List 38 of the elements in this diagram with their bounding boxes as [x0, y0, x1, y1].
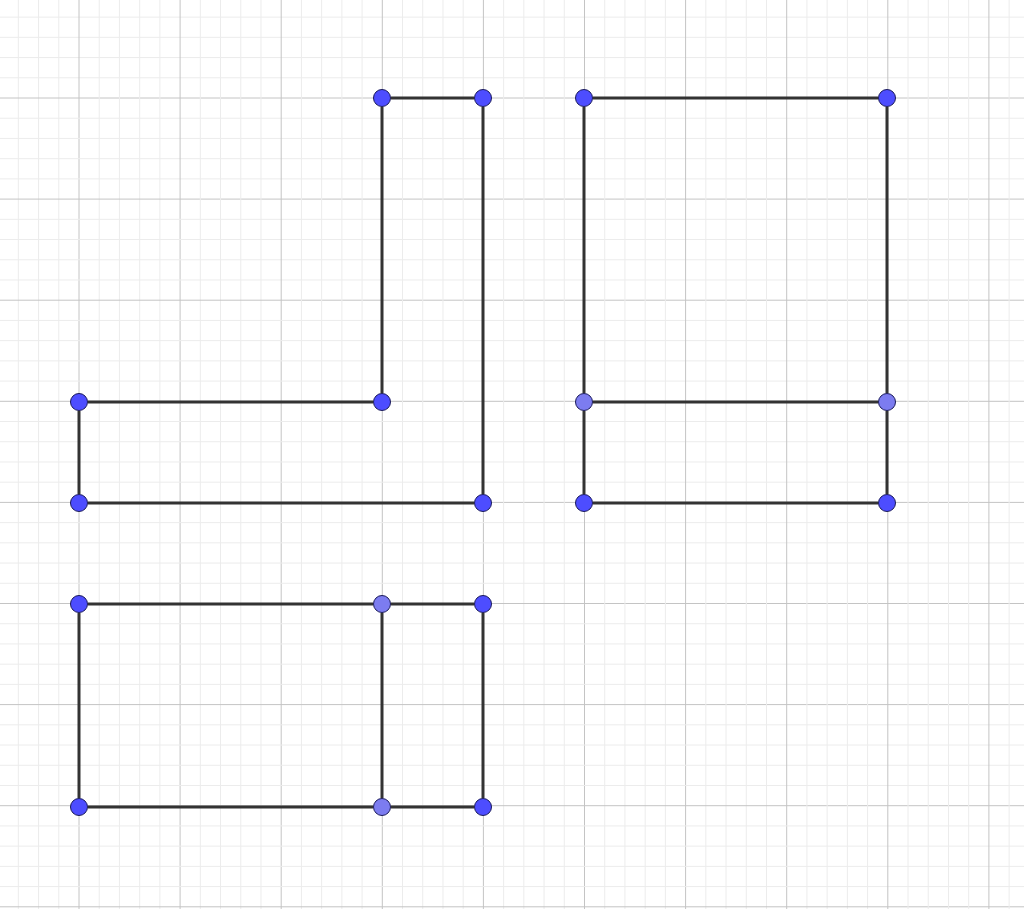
line-segment: [481, 613, 485, 798]
line-segment: [391, 805, 474, 809]
point-marker: [474, 89, 492, 107]
point-marker: [474, 595, 492, 613]
point-marker: [70, 494, 88, 512]
point-marker: [575, 393, 593, 411]
line-segment: [593, 400, 878, 404]
line-segment: [481, 107, 485, 494]
point-marker: [878, 494, 896, 512]
point-marker: [878, 89, 896, 107]
point-marker: [373, 89, 391, 107]
line-segment: [88, 501, 474, 505]
point-marker: [575, 89, 593, 107]
line-segment: [582, 107, 586, 393]
line-segment: [885, 107, 889, 393]
line-segment: [380, 613, 384, 798]
point-marker: [373, 393, 391, 411]
line-segment: [88, 400, 373, 404]
point-marker: [373, 798, 391, 816]
line-segment: [582, 411, 586, 494]
line-segment: [885, 411, 889, 494]
line-segment: [77, 411, 81, 494]
point-marker: [474, 494, 492, 512]
line-segment: [77, 613, 81, 798]
point-marker: [878, 393, 896, 411]
line-segment: [391, 602, 474, 606]
point-marker: [575, 494, 593, 512]
point-marker: [70, 798, 88, 816]
point-marker: [70, 595, 88, 613]
line-segment: [593, 96, 878, 100]
point-marker: [70, 393, 88, 411]
line-segment: [88, 602, 373, 606]
line-segment: [593, 501, 878, 505]
point-marker: [474, 798, 492, 816]
line-segment: [391, 96, 474, 100]
line-segment: [380, 107, 384, 393]
point-marker: [373, 595, 391, 613]
line-segment: [88, 805, 373, 809]
